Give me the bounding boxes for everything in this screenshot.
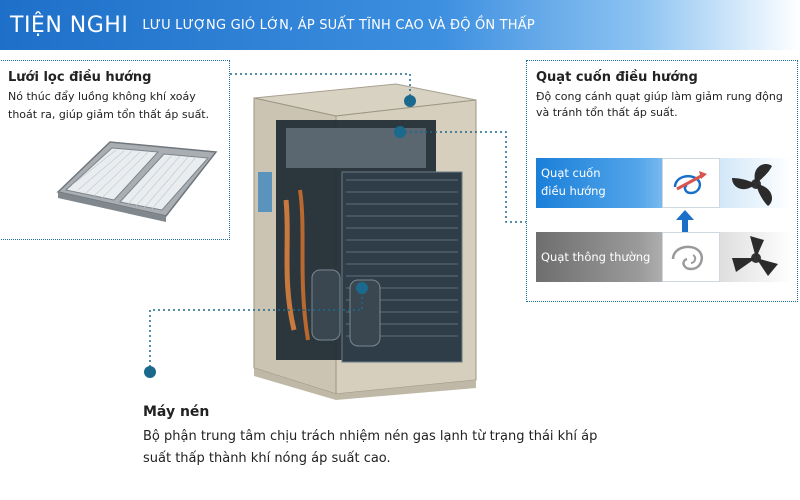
filter-grille-icon	[56, 141, 218, 222]
compressor-text-line1: Bộ phận trung tâm chịu trách nhiệm nén g…	[143, 429, 598, 444]
outdoor-unit-illustration	[253, 83, 477, 400]
fan-text-line1: Độ cong cánh quạt giúp làm giảm rung độn…	[536, 90, 783, 103]
guided-fan-blade-icon	[732, 164, 772, 206]
compressor-title: Máy nén	[143, 404, 210, 420]
guided-fan-label-line1: Quạt cuốn	[541, 166, 601, 180]
compressor-text: Bộ phận trung tâm chịu trách nhiệm nén g…	[143, 426, 703, 470]
filter-callout-box	[0, 60, 230, 240]
compressor-connector-dot-top	[356, 282, 368, 294]
fan-text-line2: và tránh tổn thất áp suất.	[536, 106, 678, 119]
normal-fan-diagram	[662, 232, 720, 282]
guided-fan-diagram	[662, 158, 720, 208]
fan-connector-dot	[394, 126, 406, 138]
compressor-text-line2: suất thấp thành khí nóng áp suất cao.	[143, 451, 391, 466]
header-title: TIỆN NGHI	[10, 12, 129, 38]
guided-fan-spiral-icon	[673, 171, 707, 195]
filter-text-line2: thoát ra, giúp giảm tổn thất áp suất.	[8, 108, 210, 121]
header-banner: TIỆN NGHI LƯU LƯỢNG GIÓ LỚN, ÁP SUẤT TĨN…	[0, 0, 800, 50]
compressor-connector-dot	[144, 366, 156, 378]
filter-text-line1: Nó thúc đẩy luồng không khí xoáy	[8, 90, 196, 103]
filter-connector-dot	[404, 95, 416, 107]
header-subtitle: LƯU LƯỢNG GIÓ LỚN, ÁP SUẤT TĨNH CAO VÀ Đ…	[142, 17, 535, 33]
filter-title: Lưới lọc điều hướng	[8, 70, 152, 85]
arrow-up-icon	[676, 210, 694, 232]
guided-fan-label-line2: điều hướng	[541, 184, 606, 198]
fan-callout-box	[526, 60, 798, 302]
normal-fan-label: Quạt thông thường	[541, 250, 651, 264]
fan-title: Quạt cuốn điều hướng	[536, 70, 698, 85]
normal-fan-blade-icon	[732, 236, 778, 276]
normal-fan-spiral-icon	[671, 245, 703, 271]
